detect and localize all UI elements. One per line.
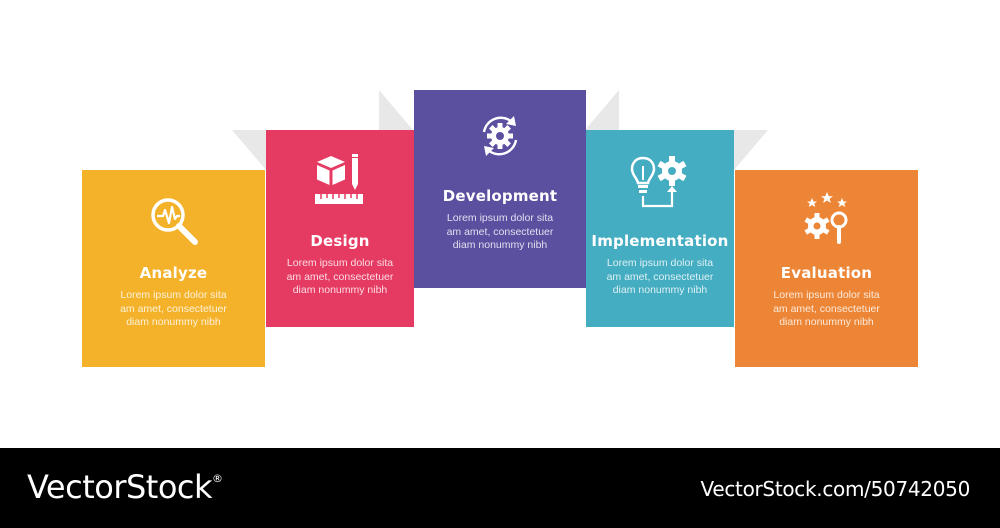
fold-right	[734, 130, 768, 170]
magnifier-pulse-icon	[150, 198, 198, 245]
gear-cycle-icon	[482, 116, 518, 156]
step-description: Lorem ipsum dolor sita am amet, consecte…	[120, 289, 227, 328]
step-development: Development Lorem ipsum dolor sita am am…	[414, 90, 586, 288]
fold-left	[232, 130, 266, 170]
registered-mark: ®	[212, 472, 223, 485]
step-description: Lorem ipsum dolor sita am amet, consecte…	[446, 212, 554, 251]
step-implementation: Implementation Lorem ipsum dolor sita am…	[586, 130, 734, 327]
step-description: Lorem ipsum dolor sita am amet, consecte…	[606, 257, 714, 296]
fold-center-right	[585, 90, 619, 130]
stars-gear-magnifier-icon	[803, 192, 847, 244]
step-title: Analyze	[139, 264, 208, 282]
infographic: Development Lorem ipsum dolor sita am am…	[82, 90, 918, 367]
cube-pencil-ruler-icon	[315, 154, 363, 204]
step-title: Development	[442, 187, 558, 205]
bulb-gear-icon	[630, 156, 687, 208]
step-title: Design	[310, 232, 370, 250]
step-title: Evaluation	[780, 264, 873, 282]
step-description: Lorem ipsum dolor sita am amet, consecte…	[286, 257, 394, 296]
fold-center-left	[379, 90, 413, 130]
step-evaluation: Evaluation Lorem ipsum dolor sita am ame…	[735, 170, 918, 367]
step-analyze: Analyze Lorem ipsum dolor sita am amet, …	[82, 170, 265, 367]
brand-name: VectorStock	[27, 468, 213, 506]
image-credit: VectorStock.com/50742050	[700, 477, 971, 501]
step-design: Design Lorem ipsum dolor sita am amet, c…	[266, 130, 414, 327]
footer-bar: VectorStock® VectorStock.com/50742050	[0, 448, 1000, 528]
step-title: Implementation	[591, 232, 729, 250]
vectorstock-logo: VectorStock®	[27, 468, 223, 506]
step-description: Lorem ipsum dolor sita am amet, consecte…	[773, 289, 880, 328]
